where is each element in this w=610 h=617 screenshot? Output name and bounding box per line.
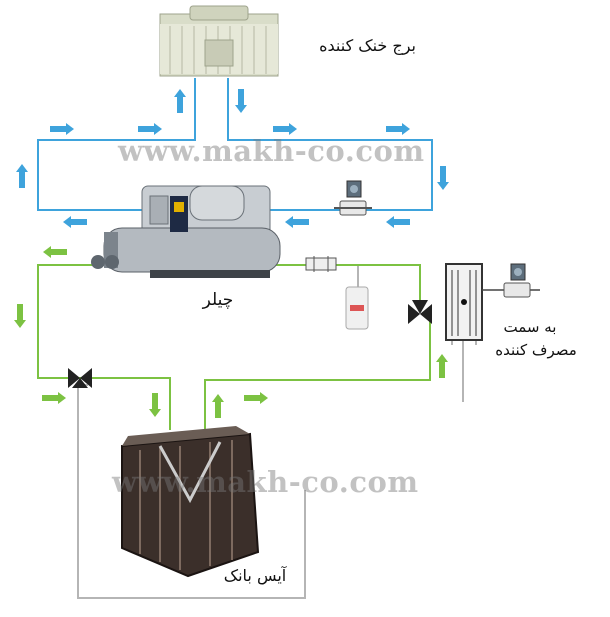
flow-arrow-icon bbox=[16, 164, 28, 188]
flow-arrow-icon bbox=[212, 394, 224, 418]
flow-arrow-icon bbox=[42, 392, 66, 404]
flow-arrow-icon bbox=[43, 246, 67, 258]
flow-arrow-icon bbox=[244, 392, 268, 404]
watermark: www.makh-co.com bbox=[118, 134, 425, 168]
three-way-valve-icon bbox=[68, 368, 92, 388]
flow-arrow-icon bbox=[174, 89, 186, 113]
condenser-pump-icon bbox=[334, 180, 372, 216]
flow-arrow-icon bbox=[386, 216, 410, 228]
cooling-tower-icon bbox=[159, 5, 279, 77]
flow-arrow-icon bbox=[436, 354, 448, 378]
consumer-pump-icon bbox=[503, 263, 531, 298]
expansion-tank-icon bbox=[345, 286, 369, 330]
ice-bank-label: آیس بانک bbox=[223, 566, 287, 585]
flow-arrow-icon bbox=[50, 123, 74, 135]
chiller-icon bbox=[91, 185, 281, 278]
flow-arrow-icon bbox=[63, 216, 87, 228]
watermark: www.makh-co.com bbox=[112, 465, 419, 499]
consumer-label-line2: مصرف کننده bbox=[495, 341, 577, 359]
cooling-tower-label: برج خنک کننده bbox=[319, 36, 416, 55]
heat-exchanger-icon bbox=[445, 263, 540, 341]
condenser-water-loop bbox=[37, 78, 433, 211]
flow-arrow-icon bbox=[235, 89, 247, 113]
ice-bank-tank-icon bbox=[121, 426, 260, 578]
consumer-label-line1: به سمت bbox=[503, 318, 557, 336]
pipe-fitting-icon bbox=[305, 256, 337, 272]
flow-arrow-icon bbox=[149, 393, 161, 417]
flow-arrow-icon bbox=[14, 304, 26, 328]
chiller-label: چیلر bbox=[202, 290, 234, 310]
flow-arrow-icon bbox=[285, 216, 309, 228]
three-way-valve-icon bbox=[408, 300, 432, 324]
flow-arrow-icon bbox=[437, 166, 449, 190]
